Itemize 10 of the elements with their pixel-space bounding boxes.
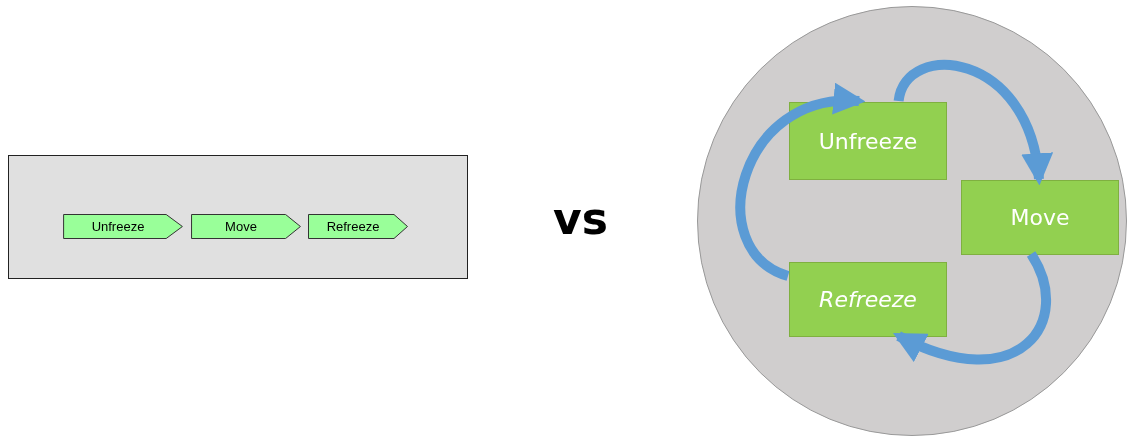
curved-arrow — [892, 251, 1051, 365]
versus-label: vs — [553, 197, 608, 241]
stage-box: Unfreeze — [789, 102, 947, 180]
curved-arrow — [735, 85, 866, 281]
chevron-step: Unfreeze — [63, 214, 183, 239]
panel-box — [8, 155, 468, 279]
chevron-step: Move — [191, 214, 301, 239]
stage-box: Move — [961, 180, 1119, 255]
stage-box: Refreeze — [789, 262, 947, 337]
chevron-step: Refreeze — [308, 214, 408, 239]
